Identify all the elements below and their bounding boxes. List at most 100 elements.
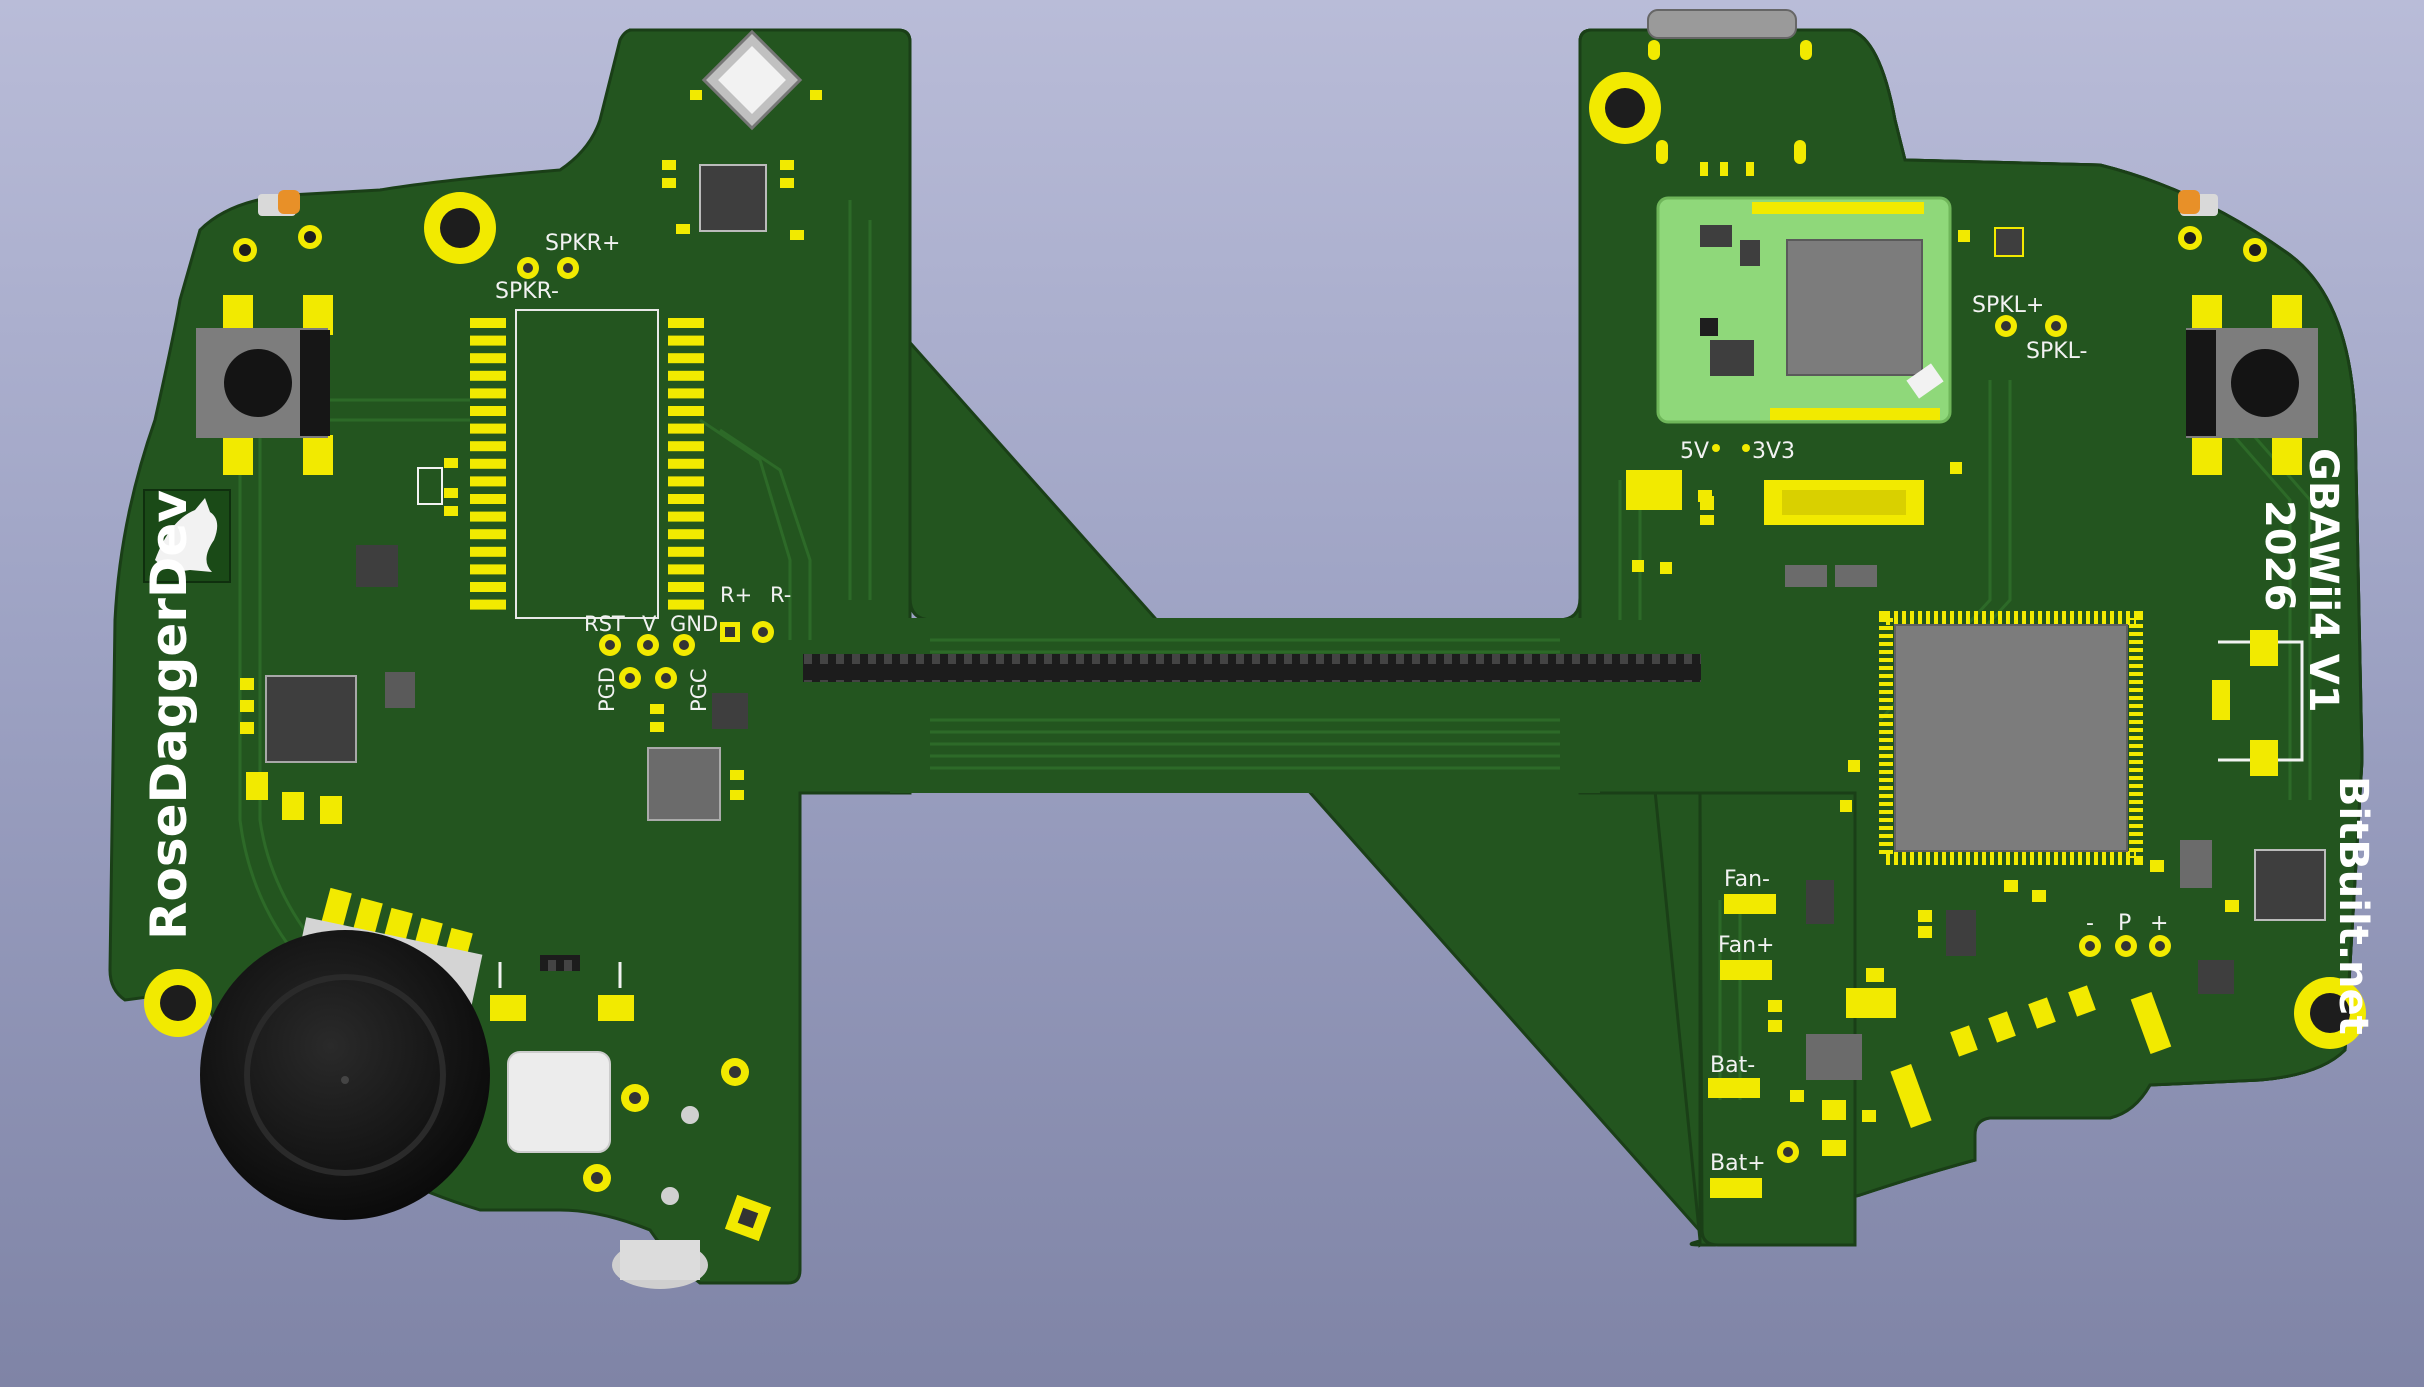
- project-name: GBAWii4 V1: [2300, 448, 2346, 713]
- label-spkr-minus: SPKR-: [495, 279, 559, 304]
- module-footprint-left: [515, 309, 659, 619]
- module-pins-right: [668, 318, 704, 610]
- module-pin: [470, 529, 506, 540]
- ic-fan-driver: [1806, 880, 1834, 924]
- spkr-pads: [517, 257, 579, 279]
- ic-audio-codec: [699, 164, 767, 232]
- trigger-connector: [2212, 630, 2304, 776]
- tactile-switch-right: [2186, 295, 2318, 475]
- ic-fan-driver-2: [1946, 910, 1976, 956]
- module-pin: [470, 599, 506, 610]
- label-3v3: 3V3: [1752, 439, 1795, 464]
- pcb-right-lower: [1698, 791, 1857, 1247]
- crystal-oscillator: [701, 29, 803, 131]
- ic-right-small: [2180, 840, 2212, 888]
- label-spkr-plus: SPKR+: [545, 231, 620, 256]
- misc-pads-left: [583, 1058, 772, 1242]
- small-pad-holes: [239, 231, 2261, 256]
- module-pin: [470, 335, 506, 346]
- module-pin: [470, 370, 506, 381]
- project-year: 2026: [2256, 500, 2302, 611]
- ic-right-small-2: [2198, 960, 2234, 994]
- module-pin: [668, 582, 704, 592]
- label-pgd: PGD: [595, 667, 619, 712]
- label-fan-plus: Fan+: [1718, 933, 1775, 958]
- label-fan-minus: Fan-: [1724, 867, 1770, 892]
- label-minus: -: [2086, 911, 2094, 936]
- fpc-connector: [803, 654, 1701, 682]
- label-bat-minus: Bat-: [1710, 1053, 1755, 1078]
- module-pin: [470, 494, 506, 504]
- ic-controller: [265, 675, 357, 763]
- brand-right: BitBuilt.net: [2330, 776, 2376, 1035]
- module-pin: [470, 582, 506, 592]
- module-pin: [668, 511, 704, 522]
- module-pin: [668, 564, 704, 575]
- label-r-minus: R-: [770, 583, 791, 607]
- module-pin: [470, 511, 506, 522]
- module-pin: [668, 441, 704, 452]
- programming-header-pads: [599, 634, 695, 689]
- module-pin: [668, 318, 704, 328]
- label-spkl-plus: SPKL+: [1972, 293, 2044, 318]
- label-v: V: [642, 612, 657, 636]
- module-pin: [470, 423, 506, 434]
- module-pin: [668, 476, 704, 487]
- audio-jack: [612, 1240, 708, 1289]
- ic-small-left: [385, 672, 415, 708]
- module-pin: [668, 529, 704, 540]
- module-pin: [668, 423, 704, 434]
- r-speaker-pads: [720, 621, 774, 643]
- connector-footprint: [490, 955, 634, 1153]
- ic-small-bridge: [712, 693, 748, 729]
- ic-right-lower: [2254, 849, 2326, 921]
- module-pin: [668, 406, 704, 416]
- module-pin: [668, 370, 704, 381]
- label-p: P: [2118, 911, 2131, 936]
- module-pin: [470, 318, 506, 328]
- analog-stick-icon: [200, 887, 490, 1220]
- label-rst: RST: [584, 612, 625, 636]
- smd-cluster-right: [1632, 230, 2239, 1122]
- power-wire-pads: [1708, 894, 1896, 1198]
- shoulder-button-left: [258, 190, 300, 216]
- module-pin: [470, 388, 506, 399]
- fpc-connector-right-body: [1782, 490, 1906, 515]
- dragon-icon: [143, 489, 231, 583]
- module-pin: [470, 441, 506, 452]
- module-pin: [668, 388, 704, 399]
- label-plus: +: [2150, 911, 2168, 936]
- ic-pair: [1785, 565, 1877, 587]
- module-pin: [668, 599, 704, 610]
- brand-left: RoseDaggerDev: [140, 490, 198, 940]
- power-pads: [1626, 444, 1750, 510]
- mounting-holes: [144, 72, 2366, 1049]
- wireless-module: [1656, 196, 1952, 424]
- label-spkl-minus: SPKL-: [2026, 339, 2087, 364]
- module-pin: [470, 458, 506, 469]
- tactile-switch-left: [196, 295, 333, 475]
- module-pin: [470, 353, 506, 364]
- ic-small-right-top: [1994, 227, 2024, 257]
- ic-mcu-bridge: [647, 747, 721, 821]
- shoulder-button-right: [2178, 190, 2218, 216]
- pcb-bridge: [890, 618, 1600, 793]
- ic-regulator-left: [356, 545, 398, 587]
- label-pgc: PGC: [687, 668, 711, 712]
- module-pin: [668, 494, 704, 504]
- module-pin: [668, 335, 704, 346]
- spkl-pads: [1995, 315, 2067, 337]
- module-pin: [668, 546, 704, 557]
- pot-pads: [2079, 935, 2171, 957]
- label-5v: 5V: [1680, 439, 1709, 464]
- module-pin: [668, 353, 704, 364]
- label-r-plus: R+: [720, 583, 752, 607]
- module-pin: [470, 406, 506, 416]
- module-pin: [470, 564, 506, 575]
- usb-c-pads: [1648, 40, 1812, 176]
- bat-plus-pad: [1777, 1141, 1799, 1163]
- smd-cluster-top-left: [662, 90, 822, 240]
- label-gnd: GND: [670, 612, 718, 636]
- label-bat-plus: Bat+: [1710, 1151, 1766, 1176]
